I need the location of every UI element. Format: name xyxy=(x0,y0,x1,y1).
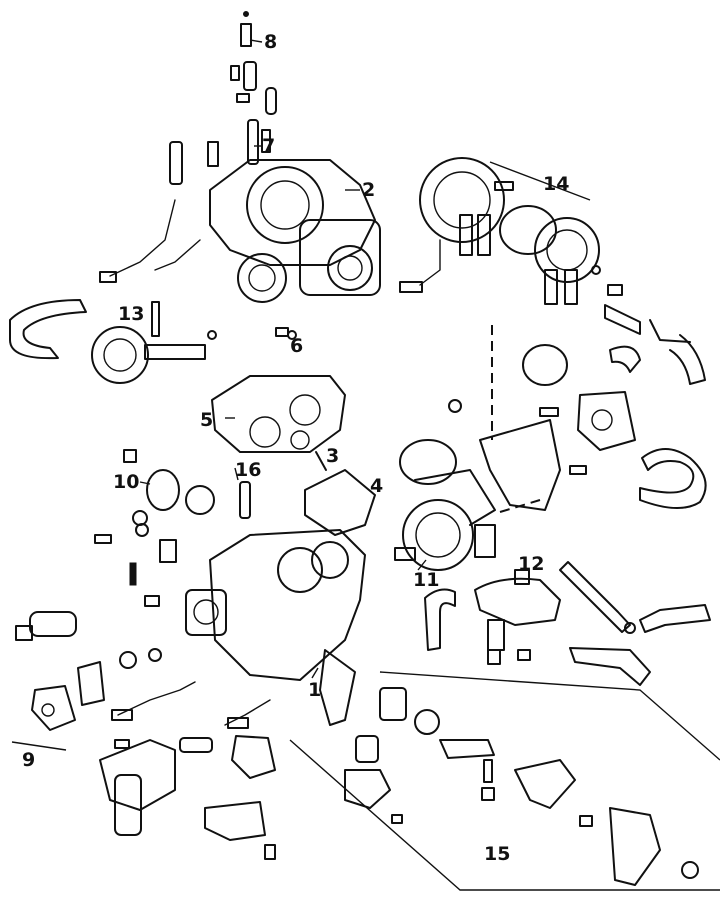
callout-10: 10 xyxy=(113,471,139,493)
idle-cutoff-solenoid xyxy=(11,611,162,751)
choke-pulldown-unit xyxy=(9,299,217,384)
callout-8: 8 xyxy=(264,31,277,53)
callout-4: 4 xyxy=(370,475,383,497)
wiring-harness xyxy=(111,681,271,729)
solenoid-valve-bracket xyxy=(448,325,636,511)
diaphragm-unit-12 xyxy=(424,561,711,686)
callout-11: 11 xyxy=(413,569,439,591)
callout-2: 2 xyxy=(362,179,375,201)
callout-16: 16 xyxy=(235,459,261,481)
vacuum-hoses-right xyxy=(604,304,707,510)
carburetor-main-body xyxy=(144,529,366,726)
vacuum-advance-unit xyxy=(394,439,541,571)
callout-7: 7 xyxy=(262,135,275,157)
accelerator-pump xyxy=(94,449,215,586)
lower-brackets xyxy=(204,735,276,860)
callout-5: 5 xyxy=(200,409,213,431)
callout-9: 9 xyxy=(22,749,35,771)
parts-3-4-16 xyxy=(239,451,376,536)
callout-14: 14 xyxy=(543,173,569,195)
callout-6: 6 xyxy=(290,335,303,357)
coolant-housing xyxy=(99,737,213,836)
callout-13: 13 xyxy=(118,303,144,325)
callout-3: 3 xyxy=(326,445,339,467)
vacuum-units-14 xyxy=(399,157,623,305)
callout-12: 12 xyxy=(518,553,544,575)
callout-1: 1 xyxy=(308,679,321,701)
callout-15: 15 xyxy=(484,843,510,865)
callout-labels: 8 7 2 14 13 6 5 3 16 10 4 12 11 1 9 15 xyxy=(22,31,569,865)
carburetor-top-cover xyxy=(99,141,381,303)
jet-assembly xyxy=(230,11,277,165)
small-parts-6 xyxy=(275,327,297,340)
choke-linkage-kit-15 xyxy=(289,671,720,891)
callout-leaders xyxy=(139,39,427,679)
top-cover-gasket xyxy=(211,375,346,453)
